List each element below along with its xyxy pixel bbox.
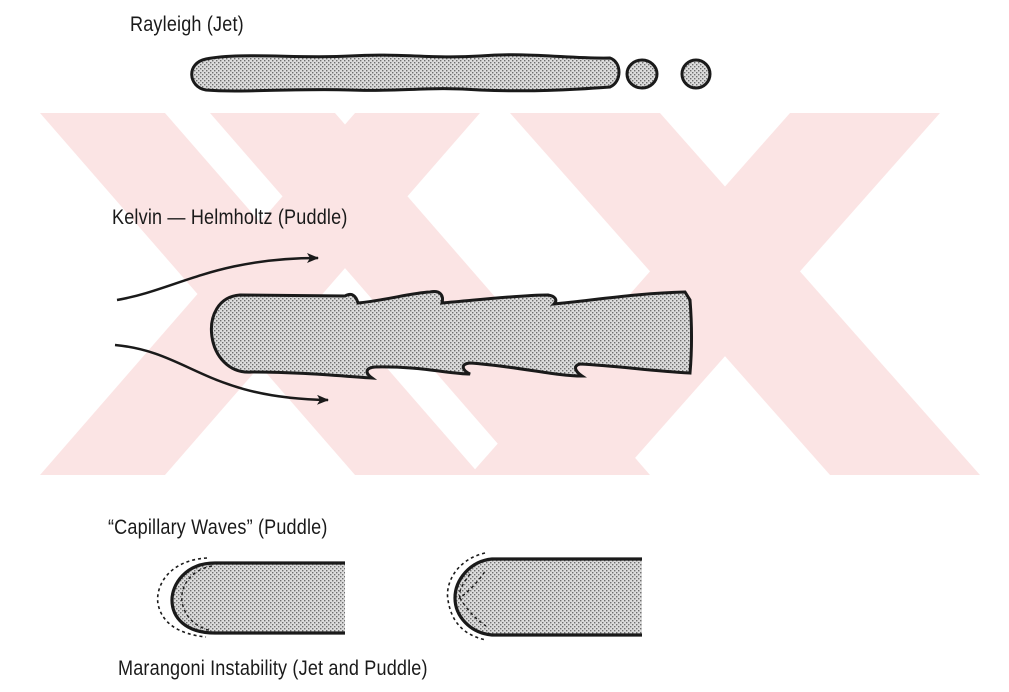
rayleigh-droplet-1 [627, 60, 657, 88]
capillary-left-puddle [172, 563, 345, 633]
rayleigh-droplet-2 [682, 60, 710, 88]
marangoni-label: Marangoni Instability (Jet and Puddle) [118, 657, 428, 681]
kelvin-helmholtz-label: Kelvin — Helmholtz (Puddle) [112, 206, 348, 230]
capillary-right-figure [447, 553, 642, 640]
rayleigh-label: Rayleigh (Jet) [130, 13, 244, 37]
rayleigh-jet-stream [192, 55, 619, 91]
rayleigh-jet-figure [192, 55, 710, 91]
watermark-logo [40, 113, 980, 475]
capillary-right-puddle [455, 559, 642, 635]
kh-puddle-body [211, 292, 691, 378]
capillary-waves-label: “Capillary Waves” (Puddle) [108, 516, 328, 540]
capillary-left-figure [158, 558, 345, 637]
